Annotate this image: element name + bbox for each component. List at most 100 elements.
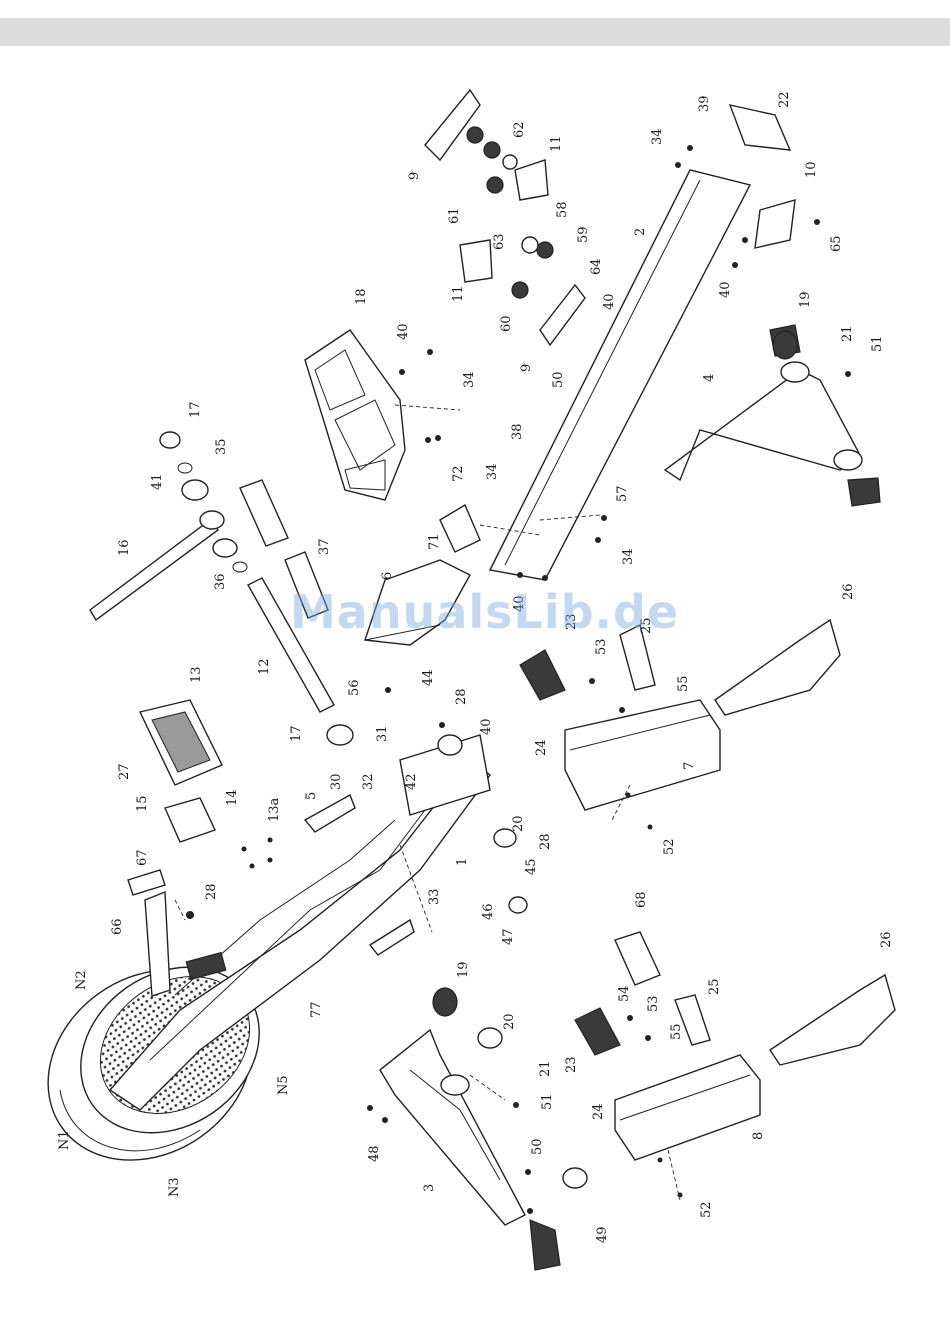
label-34d: 34 (621, 548, 636, 565)
roller-20-bottom (478, 1028, 502, 1048)
label-2: 2 (633, 228, 648, 236)
label-19b: 19 (456, 961, 471, 978)
label-46: 46 (481, 903, 496, 920)
label-20b: 20 (502, 1013, 517, 1030)
label-50a: 50 (551, 371, 566, 388)
label-39: 39 (697, 95, 712, 112)
label-18: 18 (354, 288, 369, 305)
label-38: 38 (510, 423, 525, 440)
label-24b: 24 (591, 1103, 606, 1120)
label-52a: 52 (662, 838, 677, 855)
label-32: 32 (361, 773, 376, 790)
label-28b: 28 (538, 833, 553, 850)
label-55b: 55 (669, 1023, 684, 1040)
label-50b: 50 (530, 1138, 545, 1155)
label-65: 65 (829, 235, 844, 252)
label-45: 45 (524, 858, 539, 875)
label-1: 1 (455, 858, 470, 866)
console-13 (140, 700, 222, 785)
pedal-23-top (520, 650, 565, 700)
seat-carriage-plate-9-bottom (512, 237, 585, 345)
label-12: 12 (257, 658, 272, 675)
watermark: ManualsLib.de (290, 585, 679, 639)
label-34b: 34 (462, 371, 477, 388)
label-34a: 34 (650, 128, 665, 145)
label-21a: 21 (840, 325, 855, 342)
label-77: 77 (309, 1001, 324, 1018)
part-10 (755, 200, 795, 248)
label-56: 56 (347, 679, 362, 696)
label-13: 13 (189, 666, 204, 683)
label-52b: 52 (699, 1201, 714, 1218)
bracket-14 (165, 798, 215, 842)
label-47: 47 (501, 928, 516, 945)
label-17b: 17 (289, 725, 304, 742)
label-N2: N2 (74, 970, 89, 990)
footpad-26-top (715, 620, 840, 715)
label-21b: 21 (538, 1060, 553, 1077)
seat-18 (305, 330, 460, 500)
label-60: 60 (499, 315, 514, 332)
label-63: 63 (492, 233, 507, 250)
label-68: 68 (634, 891, 649, 908)
label-54: 54 (617, 985, 632, 1002)
label-28c: 28 (204, 883, 219, 900)
label-41: 41 (150, 473, 165, 490)
label-35: 35 (214, 438, 229, 455)
label-4: 4 (702, 374, 717, 382)
label-24a: 24 (534, 739, 549, 756)
label-57: 57 (615, 485, 630, 502)
pedal-23-bottom (575, 1008, 620, 1055)
label-40d: 40 (479, 718, 494, 735)
label-51a: 51 (870, 335, 885, 352)
handle-bar-16 (90, 432, 247, 620)
label-64: 64 (589, 258, 604, 275)
bracket-11-top (515, 160, 548, 200)
label-49: 49 (595, 1226, 610, 1243)
label-40c: 40 (718, 281, 733, 298)
label-N5: N5 (276, 1075, 291, 1095)
label-3: 3 (422, 1184, 437, 1192)
footrest-frame-7 (565, 700, 720, 810)
label-66: 66 (110, 918, 125, 935)
label-9a: 9 (407, 172, 422, 180)
label-59: 59 (576, 226, 591, 243)
label-14: 14 (225, 789, 240, 806)
label-13a: 13a (267, 797, 282, 822)
label-22: 22 (777, 91, 792, 108)
label-6: 6 (380, 572, 395, 580)
label-48: 48 (367, 1145, 382, 1162)
roller-40 (438, 735, 462, 755)
label-28a: 28 (454, 688, 469, 705)
label-15: 15 (135, 795, 150, 812)
label-42: 42 (404, 773, 419, 790)
label-55a: 55 (676, 675, 691, 692)
label-53b: 53 (646, 995, 661, 1012)
lever-5-bottom (370, 920, 414, 955)
label-62: 62 (512, 121, 527, 138)
label-67: 67 (135, 849, 150, 866)
seat-carriage-plate-9-top (425, 90, 517, 193)
label-31: 31 (375, 725, 390, 742)
label-5: 5 (304, 792, 319, 800)
label-8: 8 (751, 1132, 766, 1140)
label-26b: 26 (879, 931, 894, 948)
label-17a: 17 (188, 401, 203, 418)
label-25b: 25 (707, 978, 722, 995)
footpad-26-bottom (770, 975, 895, 1065)
label-71: 71 (427, 533, 442, 550)
label-40a: 40 (396, 323, 411, 340)
label-11b: 11 (451, 285, 466, 302)
rear-stabilizer-4 (665, 325, 880, 506)
label-27: 27 (117, 763, 132, 780)
label-10: 10 (804, 161, 819, 178)
roller-49 (563, 1168, 587, 1188)
label-40b: 40 (602, 293, 617, 310)
label-53a: 53 (594, 638, 609, 655)
label-37: 37 (317, 538, 332, 555)
part-22 (730, 105, 790, 150)
label-33: 33 (427, 888, 442, 905)
label-58: 58 (555, 201, 570, 218)
part-68 (615, 932, 660, 985)
